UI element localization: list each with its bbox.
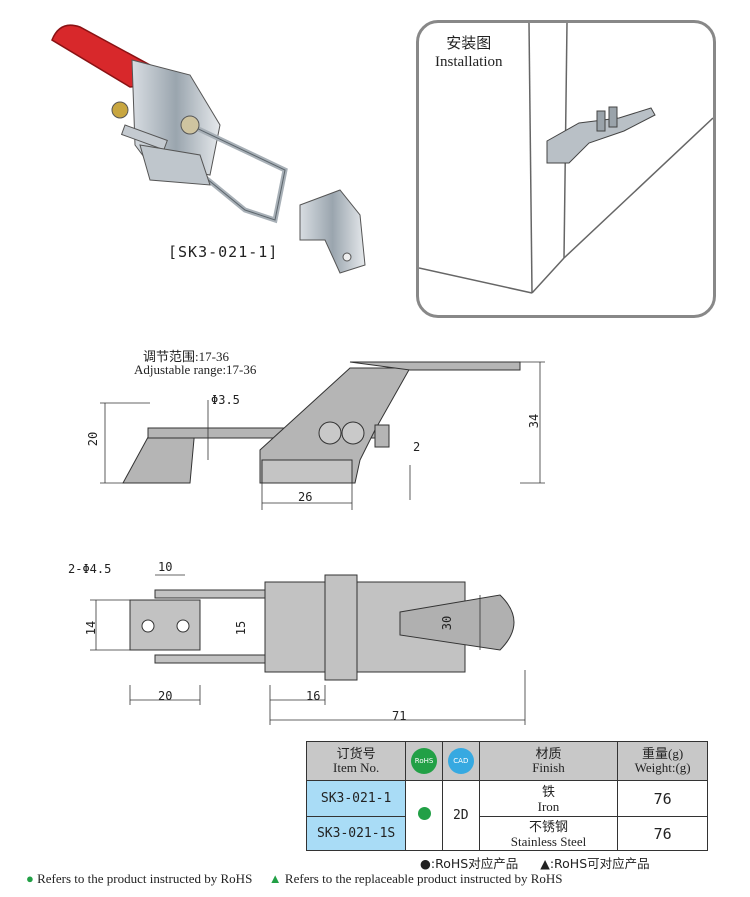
dim-2-phi-4-5: 2-Φ4.5 <box>68 562 112 576</box>
dim-20-height: 20 <box>86 431 101 447</box>
item-no-cell: SK3-021-1 <box>305 780 407 817</box>
cad-2d-cell: 2D <box>441 780 480 851</box>
adjust-range-cn: 调节范围:17-36 <box>143 349 229 364</box>
dim-2-gap: 2 <box>413 440 421 454</box>
cad-icon: CAD <box>447 748 474 774</box>
finish-en-cell: Iron <box>537 798 560 814</box>
rohs-dot-icon <box>417 807 431 820</box>
spec-table: 订货号 Item No. RoHS CAD 材质 Finish 重量(g) We… <box>305 741 708 851</box>
header-finish-cn: 材质 <box>535 746 562 761</box>
weight-cell: 76 <box>617 816 708 851</box>
adjust-range-en: Adjustable range:17-36 <box>134 362 257 377</box>
header-item-en: Item No. <box>333 760 380 775</box>
header-weight-en: Weight:(g) <box>634 760 691 775</box>
note-cn-replace: ▲:RoHS可对应产品 <box>540 856 650 871</box>
header-weight-cn: 重量(g) <box>642 746 684 761</box>
installation-title-cn: 安装图 <box>446 36 492 52</box>
installation-title-en: Installation <box>435 54 503 70</box>
dim-71: 71 <box>392 709 407 723</box>
dim-10: 10 <box>158 560 173 574</box>
rohs-icon: RoHS <box>411 748 438 774</box>
product-photo <box>51 24 366 274</box>
dim-30: 30 <box>440 615 455 631</box>
weight-cell: 76 <box>617 780 708 817</box>
finish-en-cell: Stainless Steel <box>510 833 587 849</box>
product-code-label: [SK3-021-1] <box>168 243 279 261</box>
header-item-cn: 订货号 <box>336 746 376 761</box>
note-en-rohs: Refers to the product instructed by RoHS <box>37 871 253 886</box>
rohs-triangle-icon: ▲ <box>268 871 282 886</box>
installation-diagram: 安装图 Installation <box>416 20 716 318</box>
top-view-drawing <box>90 574 526 725</box>
header-finish-en: Finish <box>532 760 565 775</box>
note-cn-rohs: ●:RoHS对应产品 <box>420 856 519 871</box>
dim-34-height: 34 <box>527 413 542 429</box>
dim-20-width: 20 <box>158 689 173 703</box>
side-view-drawing <box>100 361 545 510</box>
note-en-replace: Refers to the replaceable product instru… <box>284 871 563 886</box>
dim-16: 16 <box>306 689 321 703</box>
rohs-circle-icon: ● <box>26 871 34 886</box>
dim-26-base: 26 <box>298 490 313 504</box>
item-no-cell: SK3-021-1S <box>305 816 407 851</box>
dim-14: 14 <box>84 620 99 636</box>
finish-cn-cell: 不锈钢 <box>528 818 568 834</box>
finish-cn-cell: 铁 <box>541 783 555 799</box>
dim-15: 15 <box>234 620 249 636</box>
dim-phi-3-5: Φ3.5 <box>211 393 240 407</box>
